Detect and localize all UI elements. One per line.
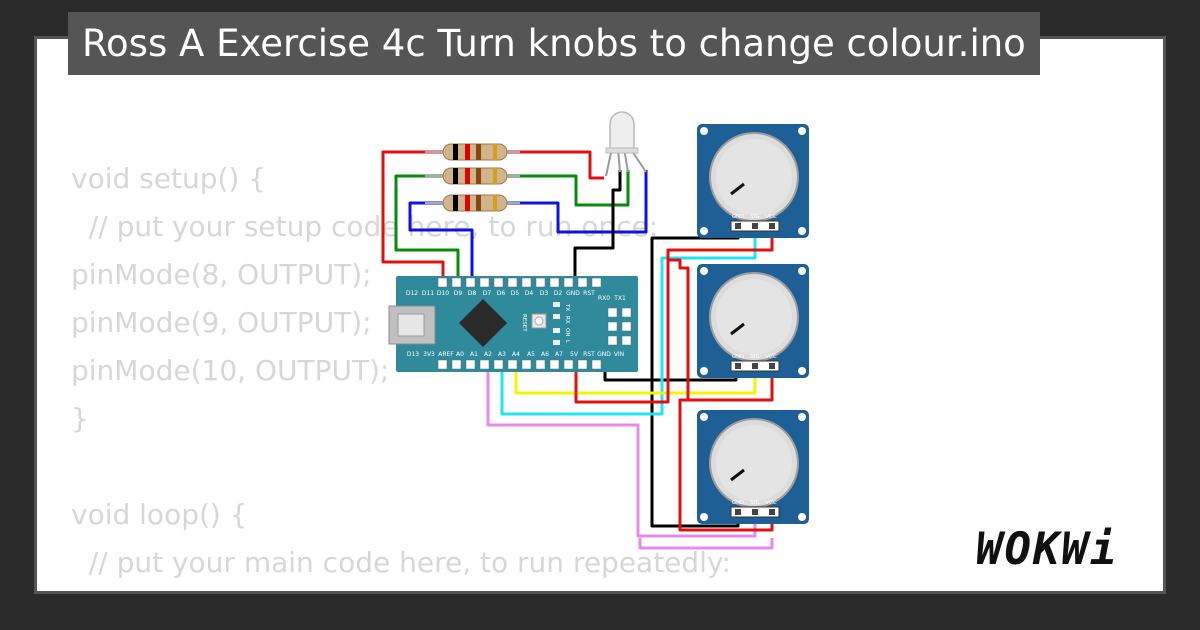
wire-red-led xyxy=(381,150,604,281)
pot-pin-label: SIG xyxy=(750,500,759,506)
pot-pin-label: SIG xyxy=(750,354,759,360)
wire-pink-extra xyxy=(638,538,774,550)
pot-pin-label: GND xyxy=(732,500,745,506)
code-line: pinMode(8, OUTPUT); xyxy=(71,258,372,291)
pot-pin-label: VCC xyxy=(765,500,777,506)
wire-blue-led xyxy=(408,170,648,281)
pin-label: RX0 xyxy=(598,295,610,302)
pot-pin-label: VCC xyxy=(765,354,777,360)
pin-label: RST xyxy=(583,290,595,297)
pin-label: D8 xyxy=(468,290,477,297)
pin-label: 5V xyxy=(570,351,579,358)
tx-label: TX xyxy=(564,303,570,311)
pin-label: D12 xyxy=(406,290,418,297)
code-line: } xyxy=(71,402,89,435)
pin-label: D11 xyxy=(422,290,434,297)
pin-label: D2 xyxy=(554,290,563,297)
resistor-1 xyxy=(425,143,520,161)
pin-label: A5 xyxy=(527,351,535,358)
pot-pin-label: GND xyxy=(732,354,745,360)
wire-red-vcc2 xyxy=(668,258,774,402)
code-line: pinMode(10, OUTPUT); xyxy=(71,354,390,387)
resistor-3 xyxy=(425,194,520,212)
rx-label: RX xyxy=(564,316,570,324)
reset-label: RESET xyxy=(521,314,527,332)
potentiometer-2[interactable]: GND SIG VCC xyxy=(697,264,809,378)
pin-label: A7 xyxy=(555,351,563,358)
resistor-2 xyxy=(425,167,520,185)
pin-label: D3 xyxy=(540,290,549,297)
code-card: void setup() { // put your setup code he… xyxy=(34,36,1166,594)
knob-indicator xyxy=(730,322,745,336)
potentiometer-1[interactable]: GND SIG VCC xyxy=(697,124,809,238)
wire-pink-sig3 xyxy=(486,366,757,538)
wire-red-vcc1 xyxy=(574,226,774,404)
pin-label: D13 xyxy=(407,351,419,358)
pot-pin-label: GND xyxy=(732,214,745,220)
on-label: ON xyxy=(564,328,570,336)
pin-label: TX1 xyxy=(613,295,626,302)
pin-label: D9 xyxy=(454,290,463,297)
code-preview: void setup() { // put your setup code he… xyxy=(71,155,731,587)
pin-label: A2 xyxy=(484,351,492,358)
knob-indicator xyxy=(730,468,745,482)
pin-label: AREF xyxy=(438,351,454,358)
pin-label: D4 xyxy=(525,290,534,297)
code-line: void loop() { xyxy=(71,498,248,531)
pin-label: VIN xyxy=(614,351,624,358)
pin-label: A0 xyxy=(456,351,464,358)
pin-label: D7 xyxy=(483,290,492,297)
pot-pin-label: VCC xyxy=(765,214,777,220)
pin-label: A4 xyxy=(512,351,520,358)
pin-label: A1 xyxy=(470,351,478,358)
wire-cyan-sig1 xyxy=(500,226,757,416)
pin-label: D5 xyxy=(511,290,520,297)
wire-yellow-sig2 xyxy=(514,366,757,395)
arduino-nano: D12 D11 D10 D9 D8 D7 D6 D5 D4 D3 D2 GND … xyxy=(388,276,638,372)
pin-label: 3V3 xyxy=(423,351,435,358)
code-line: void setup() { xyxy=(71,162,267,195)
l-label: L xyxy=(564,340,570,344)
code-line: // put your main code here, to run repea… xyxy=(71,546,731,579)
pin-label: D6 xyxy=(497,290,506,297)
pin-label: GND xyxy=(566,290,580,297)
pin-label: A6 xyxy=(541,351,549,358)
pot-pin-label: SIG xyxy=(750,214,759,220)
rgb-led xyxy=(605,111,647,177)
wire-black-led-gnd xyxy=(573,170,622,281)
code-line: // put your setup code here, to run once… xyxy=(71,210,659,243)
pin-label: GND xyxy=(597,351,611,358)
wire-green-led xyxy=(394,170,630,281)
project-title: Ross A Exercise 4c Turn knobs to change … xyxy=(68,12,1040,75)
pin-label: RST xyxy=(583,351,595,358)
pin-label: D10 xyxy=(437,290,449,297)
potentiometer-3[interactable]: GND SIG VCC xyxy=(697,410,809,524)
code-line: pinMode(9, OUTPUT); xyxy=(71,306,372,339)
pin-label: A3 xyxy=(498,351,506,358)
knob-indicator xyxy=(730,182,745,196)
wokwi-logo: WOKWi xyxy=(976,524,1119,575)
